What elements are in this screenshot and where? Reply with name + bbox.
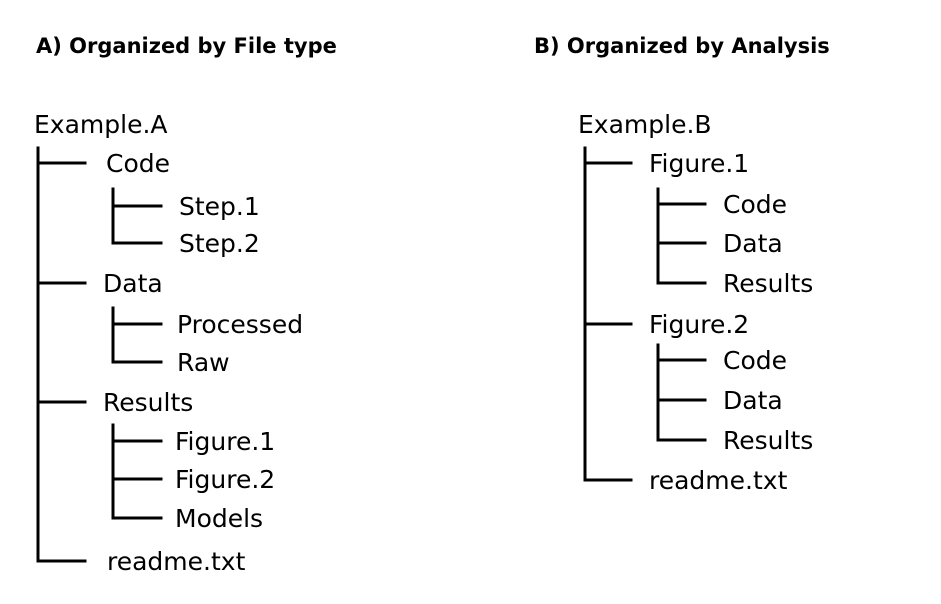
folder-b-figure2-code: Code (723, 346, 788, 375)
folder-data: Data (103, 269, 163, 298)
folder-figure2: Figure.2 (175, 465, 276, 494)
folder-b-figure1: Figure.1 (649, 149, 750, 178)
folder-figure1: Figure.1 (175, 427, 276, 456)
file-readme-b: readme.txt (649, 466, 788, 495)
panel-a-title: A) Organized by File type (36, 34, 337, 58)
file-readme-a: readme.txt (107, 547, 246, 576)
folder-b-figure1-results: Results (723, 269, 814, 298)
panel-b-root: Example.B (578, 110, 712, 139)
folder-code: Code (106, 149, 171, 178)
folder-b-figure2-results: Results (723, 426, 814, 455)
folder-step2: Step.2 (179, 229, 260, 258)
folder-step1: Step.1 (179, 192, 260, 221)
panel-a-root: Example.A (34, 110, 168, 139)
folder-b-figure1-code: Code (723, 190, 788, 219)
panel-b-title: B) Organized by Analysis (534, 34, 830, 58)
folder-b-figure1-data: Data (723, 229, 783, 258)
folder-b-figure2: Figure.2 (649, 310, 750, 339)
folder-models: Models (175, 504, 264, 533)
folder-raw: Raw (177, 348, 230, 377)
folder-processed: Processed (177, 310, 304, 339)
folder-b-figure2-data: Data (723, 386, 783, 415)
folder-results: Results (103, 388, 194, 417)
